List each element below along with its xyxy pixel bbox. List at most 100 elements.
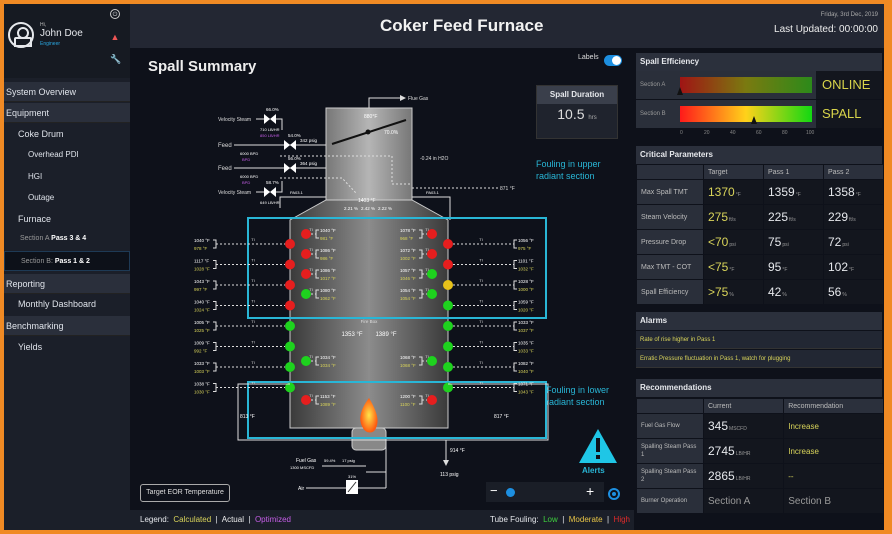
param-label: Max TMT - COT [637,255,703,279]
zoom-out-button[interactable]: − [490,483,498,498]
valve-pct: 56.0% [288,156,301,161]
current-value: 345 [708,419,729,433]
reco-label: Spalling Steam Pass 1 [637,439,703,463]
tube-ti-label: TI [479,278,483,283]
power-icon[interactable]: ⏻ [110,9,120,19]
nav-section-a[interactable]: Section A Pass 3 & 4 [4,229,130,249]
section-a-label: Section A [20,235,50,242]
labels-toggle[interactable] [604,55,622,66]
tube-status-indicator [285,300,295,311]
wrench-icon[interactable]: 🔧 [110,54,122,64]
critical-parameters-table: Target Pass 1 Pass 2 Max Spall TMT 1370°… [636,164,884,305]
tube-status-indicator [443,321,453,331]
reco-recommendation: Section B [784,489,883,513]
tube-calc-temp: 1024 °F [194,308,210,313]
o2-value: 2.42 % [361,206,375,211]
tube-actual-temp: 1086 °F [320,248,336,253]
unit: % [782,292,787,298]
tube-calc-temp: 1020 °F [518,308,534,313]
nav-coke-drum[interactable]: Coke Drum [18,129,64,139]
col-header [637,165,703,179]
alarm-item[interactable]: Rate of rise higher in Pass 1 [636,331,882,349]
nav-benchmarking[interactable]: Benchmarking [4,316,130,336]
tube-status-indicator [443,239,453,249]
unit: MSCFD [729,426,747,432]
tube-status-indicator [285,239,295,249]
unit: °F [782,267,788,273]
unit: ft/s [849,217,856,223]
tube-status-indicator [427,356,437,366]
alerts-label[interactable]: Alerts [582,466,605,475]
draft-label: -0.24 in H2O [420,156,448,162]
nav-section-b[interactable]: Section B: Pass 1 & 2 [4,251,130,271]
zoom-in-button[interactable]: + [586,483,595,499]
tube-actual-temp: 1057 °F [400,268,416,273]
gauge-tick: 0 [680,130,683,136]
tube-calc-temp: 1000 °F [518,287,534,292]
param-target: >75% [704,280,763,304]
alarm-item[interactable]: Erratic Pressure fluctuation in Pass 1, … [636,350,882,368]
tube-ti-label: TI [479,381,483,386]
tube-status-indicator [443,341,453,352]
recenter-icon[interactable] [608,488,620,500]
alert-triangle-icon[interactable] [578,428,618,464]
tube-bracket [513,301,517,310]
nav-furnace[interactable]: Furnace [18,214,52,224]
tube-calc-temp: 1037 °F [518,328,534,333]
nav-reporting[interactable]: Reporting [4,274,130,294]
reco-label: Fuel Gas Flow [637,414,703,438]
unit: °F [729,267,735,273]
nav-system-overview[interactable]: System Overview [4,82,130,102]
tube-ti-label: TI [479,299,483,304]
avatar-icon[interactable] [8,22,34,48]
recommendations-table: Current Recommendation Fuel Gas Flow 345… [636,398,884,514]
outlet-temp: 813 °F [240,414,255,420]
target-value: <70 [708,235,729,249]
pass2-value: 72 [828,235,842,249]
valve-icon [290,140,296,150]
valve-icon [264,187,270,197]
nav-overhead-pdi[interactable]: Overhead PDI [28,150,79,159]
target-eor-temperature-button[interactable]: Target EOR Temperature [140,484,230,502]
nav-hgi[interactable]: HGI [28,172,43,181]
zoom-slider-handle[interactable] [506,488,515,497]
radiant-section [289,199,449,429]
nav-monthly-dashboard[interactable]: Monthly Dashboard [18,299,97,309]
greeting: Hi, [40,22,47,28]
tube-ti-label: TI [479,319,483,324]
target-value: <75 [708,260,729,274]
feed-opt: BPD [242,157,250,162]
tube-status-indicator [443,259,453,270]
section-a-marker [677,87,683,95]
tube-actual-temp: 1035 °F [518,341,534,346]
nav-equipment[interactable]: Equipment [4,103,130,123]
tube-actual-temp: 1028 °F [518,279,534,284]
crossover-label: PA03.1 [290,190,304,195]
zoom-control: − + [486,482,604,502]
tube-ti-label: TI [251,340,255,345]
bell-icon[interactable]: ▲ [110,32,120,42]
tube-actual-temp: 1038 °F [194,382,210,387]
tube-fouling-low: Low [543,515,558,524]
tube-calc-temp: 981 °F [320,236,334,241]
flame-icon [360,398,378,433]
user-name: John Doe [40,28,83,39]
col-header: Target [704,165,763,179]
damper-pct: 70.0% [384,130,399,136]
nav-outage[interactable]: Outage [28,193,55,202]
valve-icon [270,114,276,124]
unit: °F [735,192,741,198]
tube-ti-label: TI [251,237,255,242]
nav-yields[interactable]: Yields [18,342,43,352]
legend-bar: Legend: Calculated | Actual | Optimized … [130,510,634,530]
fouling-upper-line1: Fouling in upper [536,159,601,169]
steam-flow: 710 LB/HR [260,127,280,132]
tube-bracket [213,383,217,392]
tube-status-indicator [301,229,311,239]
pass1-value: 95 [768,260,782,274]
tube-fouling-prefix: Tube Fouling: [490,515,539,524]
spall-duration-value: 10.5 hrs [537,106,617,122]
tube-actual-temp: 1068 °F [400,355,416,360]
table-row: Spalling Steam Pass 2 2865LB/HR -- [637,464,883,488]
